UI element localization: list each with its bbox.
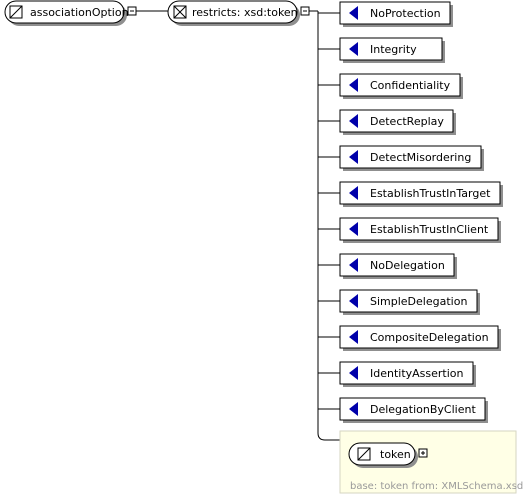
enumeration-label: NoDelegation <box>370 259 445 272</box>
enumeration-box[interactable] <box>339 145 482 169</box>
collapse-toggle-restriction[interactable] <box>300 6 310 16</box>
enumeration-node[interactable]: IdentityAssertion <box>318 361 476 387</box>
enumeration-box[interactable] <box>339 37 443 61</box>
enumeration-arrow-icon <box>349 330 358 344</box>
enumeration-label: NoProtection <box>370 7 441 20</box>
restriction-icon <box>173 5 187 19</box>
enumeration-box[interactable] <box>339 253 455 277</box>
enumeration-node[interactable]: EstablishTrustInClient <box>318 217 501 243</box>
enumeration-arrow-icon <box>349 6 358 20</box>
enumeration-node[interactable]: SimpleDelegation <box>318 289 480 315</box>
enumeration-arrow-icon <box>349 114 358 128</box>
enumeration-label: Confidentiality <box>370 79 451 92</box>
enumeration-arrow-icon <box>349 258 358 272</box>
enumeration-arrow-icon <box>349 150 358 164</box>
enumeration-node[interactable]: NoDelegation <box>318 253 457 279</box>
base-type-icon <box>357 447 371 461</box>
enumeration-node[interactable]: DetectReplay <box>318 109 456 135</box>
enumeration-arrow-icon <box>349 402 358 416</box>
enumeration-label: SimpleDelegation <box>370 295 467 308</box>
enumeration-box[interactable] <box>339 73 461 97</box>
enumeration-label: DelegationByClient <box>370 403 476 416</box>
enumeration-box[interactable] <box>339 325 499 349</box>
base-type-node[interactable]: token <box>348 442 418 468</box>
enumeration-label: IdentityAssertion <box>370 367 464 380</box>
root-label: associationOption <box>30 6 129 19</box>
enumeration-arrow-icon <box>349 186 358 200</box>
enumeration-arrow-icon <box>349 366 358 380</box>
enumeration-label: EstablishTrustInClient <box>370 223 489 236</box>
enumeration-box[interactable] <box>339 397 486 421</box>
restriction-node[interactable]: restricts: xsd:token <box>167 0 300 26</box>
enumeration-node[interactable]: CompositeDelegation <box>318 325 501 351</box>
enumeration-node[interactable]: EstablishTrustInTarget <box>318 181 503 207</box>
enumeration-box[interactable] <box>339 289 478 313</box>
enumeration-node[interactable]: NoProtection <box>318 1 453 27</box>
enumeration-label: DetectMisordering <box>370 151 471 164</box>
enumeration-node[interactable]: Integrity <box>318 37 445 63</box>
enumeration-box[interactable] <box>339 217 499 241</box>
root-node[interactable]: associationOption <box>4 0 129 26</box>
collapse-toggle-root[interactable] <box>127 6 137 16</box>
enumeration-arrow-icon <box>349 42 358 56</box>
enumeration-list: NoProtectionIntegrityConfidentialityDete… <box>318 1 503 423</box>
enumeration-node[interactable]: DelegationByClient <box>318 397 488 423</box>
enumeration-arrow-icon <box>349 78 358 92</box>
enumeration-node[interactable]: DetectMisordering <box>318 145 484 171</box>
enumeration-box[interactable] <box>339 181 501 205</box>
restriction-label: restricts: xsd:token <box>192 6 298 19</box>
enumeration-label: Integrity <box>370 43 417 56</box>
expand-toggle-base-type[interactable] <box>418 448 428 458</box>
enumeration-label: DetectReplay <box>370 115 444 128</box>
enumeration-label: EstablishTrustInTarget <box>370 187 491 200</box>
base-type-footer: base: token from: XMLSchema.xsd <box>350 481 523 492</box>
enumeration-box[interactable] <box>339 109 454 133</box>
enumeration-node[interactable]: Confidentiality <box>318 73 463 99</box>
enumeration-label: CompositeDelegation <box>370 331 489 344</box>
branch-spine <box>317 11 340 441</box>
base-type-label: token <box>380 448 411 461</box>
enumeration-arrow-icon <box>349 294 358 308</box>
simple-type-icon <box>9 5 23 19</box>
enumeration-box[interactable] <box>339 361 474 385</box>
enumeration-arrow-icon <box>349 222 358 236</box>
enumeration-box[interactable] <box>339 1 451 25</box>
